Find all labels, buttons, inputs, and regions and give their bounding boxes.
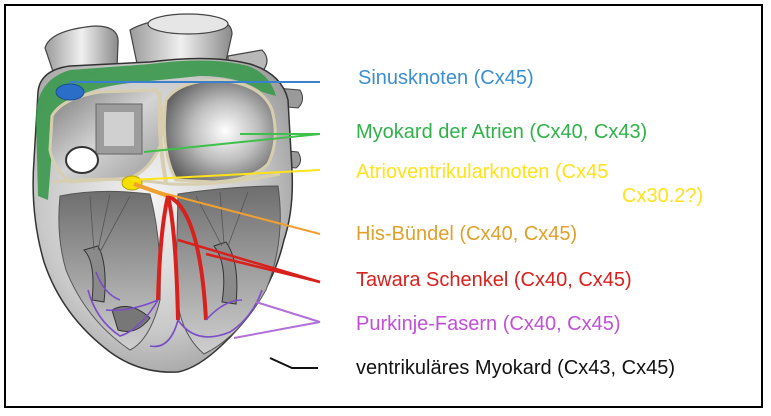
label-ventricular-myocardium: ventrikuläres Myokard (Cx43, Cx45) xyxy=(356,356,675,380)
label-purkinje: Purkinje-Fasern (Cx40, Cx45) xyxy=(356,312,621,336)
label-his-bundle: His-Bündel (Cx40, Cx45) xyxy=(356,222,577,246)
left-ventricle xyxy=(59,191,160,350)
right-atrium xyxy=(164,80,275,182)
av-node xyxy=(122,176,142,190)
label-tawara: Tawara Schenkel (Cx40, Cx45) xyxy=(356,268,632,292)
label-atrial-myocardium: Myokard der Atrien (Cx40, Cx43) xyxy=(356,120,647,144)
label-sinus: Sinusknoten (Cx45) xyxy=(358,66,534,90)
label-av-node: Atrioventrikularknoten (Cx45 xyxy=(356,160,608,184)
sinus-node xyxy=(56,84,84,100)
label-av-node-2: Cx30.2?) xyxy=(622,184,703,208)
